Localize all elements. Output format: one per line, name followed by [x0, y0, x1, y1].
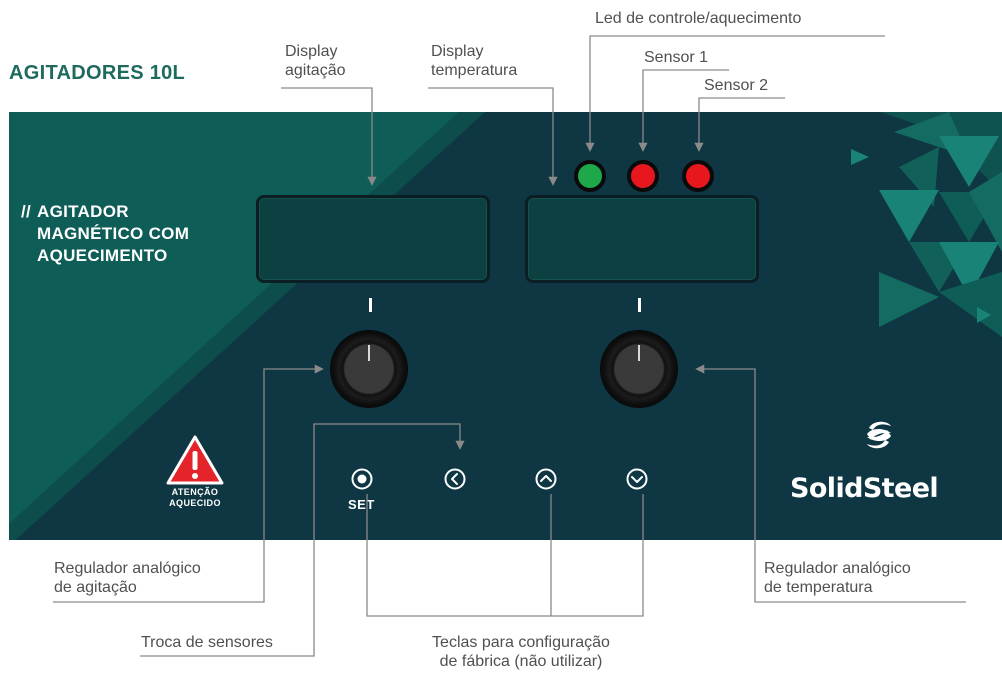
- callout-display-temperatura: Display temperatura: [431, 42, 517, 80]
- callout-troca-sensores: Troca de sensores: [141, 634, 273, 651]
- product-title-line-1: AGITADOR: [37, 202, 129, 221]
- set-button-label: SET: [348, 497, 375, 512]
- chevron-up-circle-icon[interactable]: [535, 468, 557, 490]
- callout-teclas-configuracao: Teclas para configuração de fábrica (não…: [383, 633, 659, 671]
- radio-dot-icon[interactable]: [351, 468, 373, 490]
- control-panel: SET ATENÇÃO AQUECIDO SolidSteel AGITADOR…: [9, 112, 1002, 540]
- display-temperatura: [525, 195, 759, 283]
- callout-display-agitacao-line-2: agitação: [285, 62, 346, 79]
- callout-regulador-agitacao-line-1: Regulador analógico: [54, 560, 201, 577]
- led-controle: [574, 160, 606, 192]
- knob-mark-temperatura: [638, 298, 641, 312]
- callout-regulador-agitacao-line-2: de agitação: [54, 579, 137, 596]
- callout-sensor-2: Sensor 2: [704, 77, 769, 94]
- regulador-agitacao-knob[interactable]: [332, 332, 406, 406]
- callout-regulador-agitacao: Regulador analógico de agitação: [54, 559, 201, 597]
- led-sensor-1: [627, 160, 659, 192]
- knob-mark-agitacao: [369, 298, 372, 312]
- callout-regulador-temperatura-line-2: de temperatura: [764, 579, 873, 596]
- callout-display-agitacao: Display agitação: [285, 42, 346, 80]
- callout-display-temperatura-line-1: Display: [431, 43, 484, 60]
- warning-triangle-icon: [166, 435, 224, 485]
- warning-line-1: ATENÇÃO: [171, 487, 219, 497]
- regulador-temperatura-knob[interactable]: [602, 332, 676, 406]
- page-title: AGITADORES 10L: [9, 62, 186, 84]
- callout-regulador-temperatura: Regulador analógico de temperatura: [764, 559, 911, 597]
- warning-label: ATENÇÃO AQUECIDO: [155, 487, 235, 509]
- warning-line-2: AQUECIDO: [169, 498, 221, 508]
- callout-led-controle: Led de controle/aquecimento: [595, 10, 802, 27]
- product-title: AGITADOR MAGNÉTICO COM AQUECIMENTO //: [21, 201, 190, 267]
- led-sensor-2: [682, 160, 714, 192]
- chevron-down-circle-icon[interactable]: [626, 468, 648, 490]
- callout-display-agitacao-line-1: Display: [285, 43, 338, 60]
- brand-name: SolidSteel: [790, 473, 939, 504]
- chevron-left-circle-icon[interactable]: [444, 468, 466, 490]
- callout-sensor-1: Sensor 1: [644, 49, 709, 66]
- product-title-line-2: MAGNÉTICO COM: [37, 224, 190, 243]
- callout-display-temperatura-line-2: temperatura: [431, 62, 518, 79]
- swirl-logo-icon: [867, 421, 891, 449]
- display-agitacao: [256, 195, 490, 283]
- callout-teclas-line-2: de fábrica (não utilizar): [439, 653, 603, 670]
- product-title-line-3: AQUECIMENTO: [37, 246, 168, 265]
- callout-regulador-temperatura-line-1: Regulador analógico: [764, 560, 911, 577]
- product-title-prefix: //: [21, 202, 32, 221]
- callout-teclas-line-1: Teclas para configuração: [432, 634, 610, 651]
